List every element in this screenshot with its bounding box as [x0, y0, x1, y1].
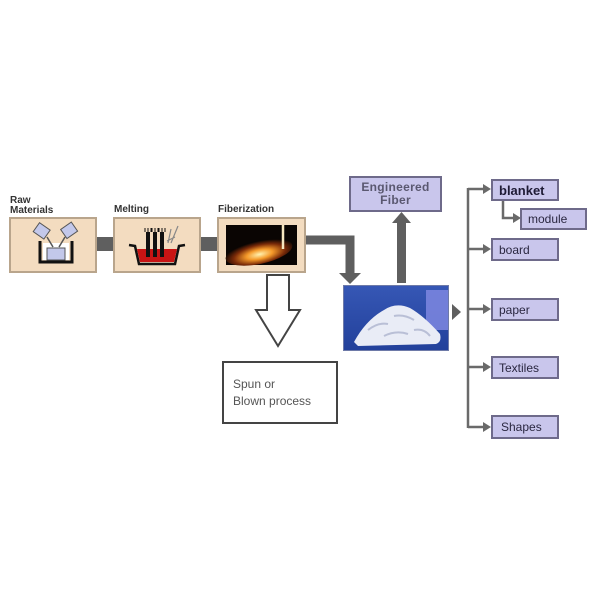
raw-materials-label: Raw Materials	[10, 196, 53, 216]
melting-box	[113, 217, 201, 273]
spun-or-blown-process-box: Spun or Blown process	[222, 361, 338, 424]
spun-or-blown-line1: Spun or	[233, 377, 276, 391]
spun-or-blown-line2: Blown process	[233, 394, 312, 408]
product-blanket: blanket	[491, 179, 559, 201]
raw-materials-hopper-icon	[32, 221, 79, 264]
melting-furnace-icon	[128, 225, 186, 266]
product-shapes: Shapes	[491, 415, 559, 439]
bulk-fiber-pile-photo	[344, 286, 448, 350]
branch-textiles	[468, 362, 491, 372]
elbow-arrow-head	[339, 273, 361, 284]
product-paper: paper	[491, 298, 559, 321]
branch-paper	[468, 304, 491, 314]
raw-materials-box	[9, 217, 97, 273]
product-module: module	[520, 208, 587, 230]
up-arrow-shaft	[397, 221, 406, 283]
branch-blanket	[468, 184, 491, 194]
fiberization-flame-image	[225, 225, 297, 266]
up-arrow-head	[392, 212, 411, 223]
connector-raw-to-melting	[96, 237, 114, 251]
melting-label: Melting	[114, 204, 149, 215]
product-tree-pointer	[452, 304, 461, 320]
raw-materials-label-line2: Materials	[10, 205, 54, 216]
branch-shapes	[468, 422, 491, 432]
engineered-fiber-line2: Fiber	[380, 193, 411, 207]
product-textiles: Textiles	[491, 356, 559, 379]
connector-melting-to-fiberization	[200, 237, 218, 251]
engineered-fiber-line1: Engineered	[361, 180, 430, 194]
raw-materials-label-line1: Raw	[10, 195, 31, 206]
engineered-fiber-box: Engineered Fiber	[349, 176, 442, 212]
product-board: board	[491, 238, 559, 261]
branch-module	[501, 200, 521, 223]
fiberization-box	[217, 217, 306, 273]
bulk-fiber-photo	[343, 285, 449, 351]
branch-board	[468, 244, 491, 254]
elbow-arrow-shaft	[306, 235, 355, 274]
hollow-down-arrow	[254, 274, 302, 348]
fiberization-label: Fiberization	[218, 204, 275, 215]
